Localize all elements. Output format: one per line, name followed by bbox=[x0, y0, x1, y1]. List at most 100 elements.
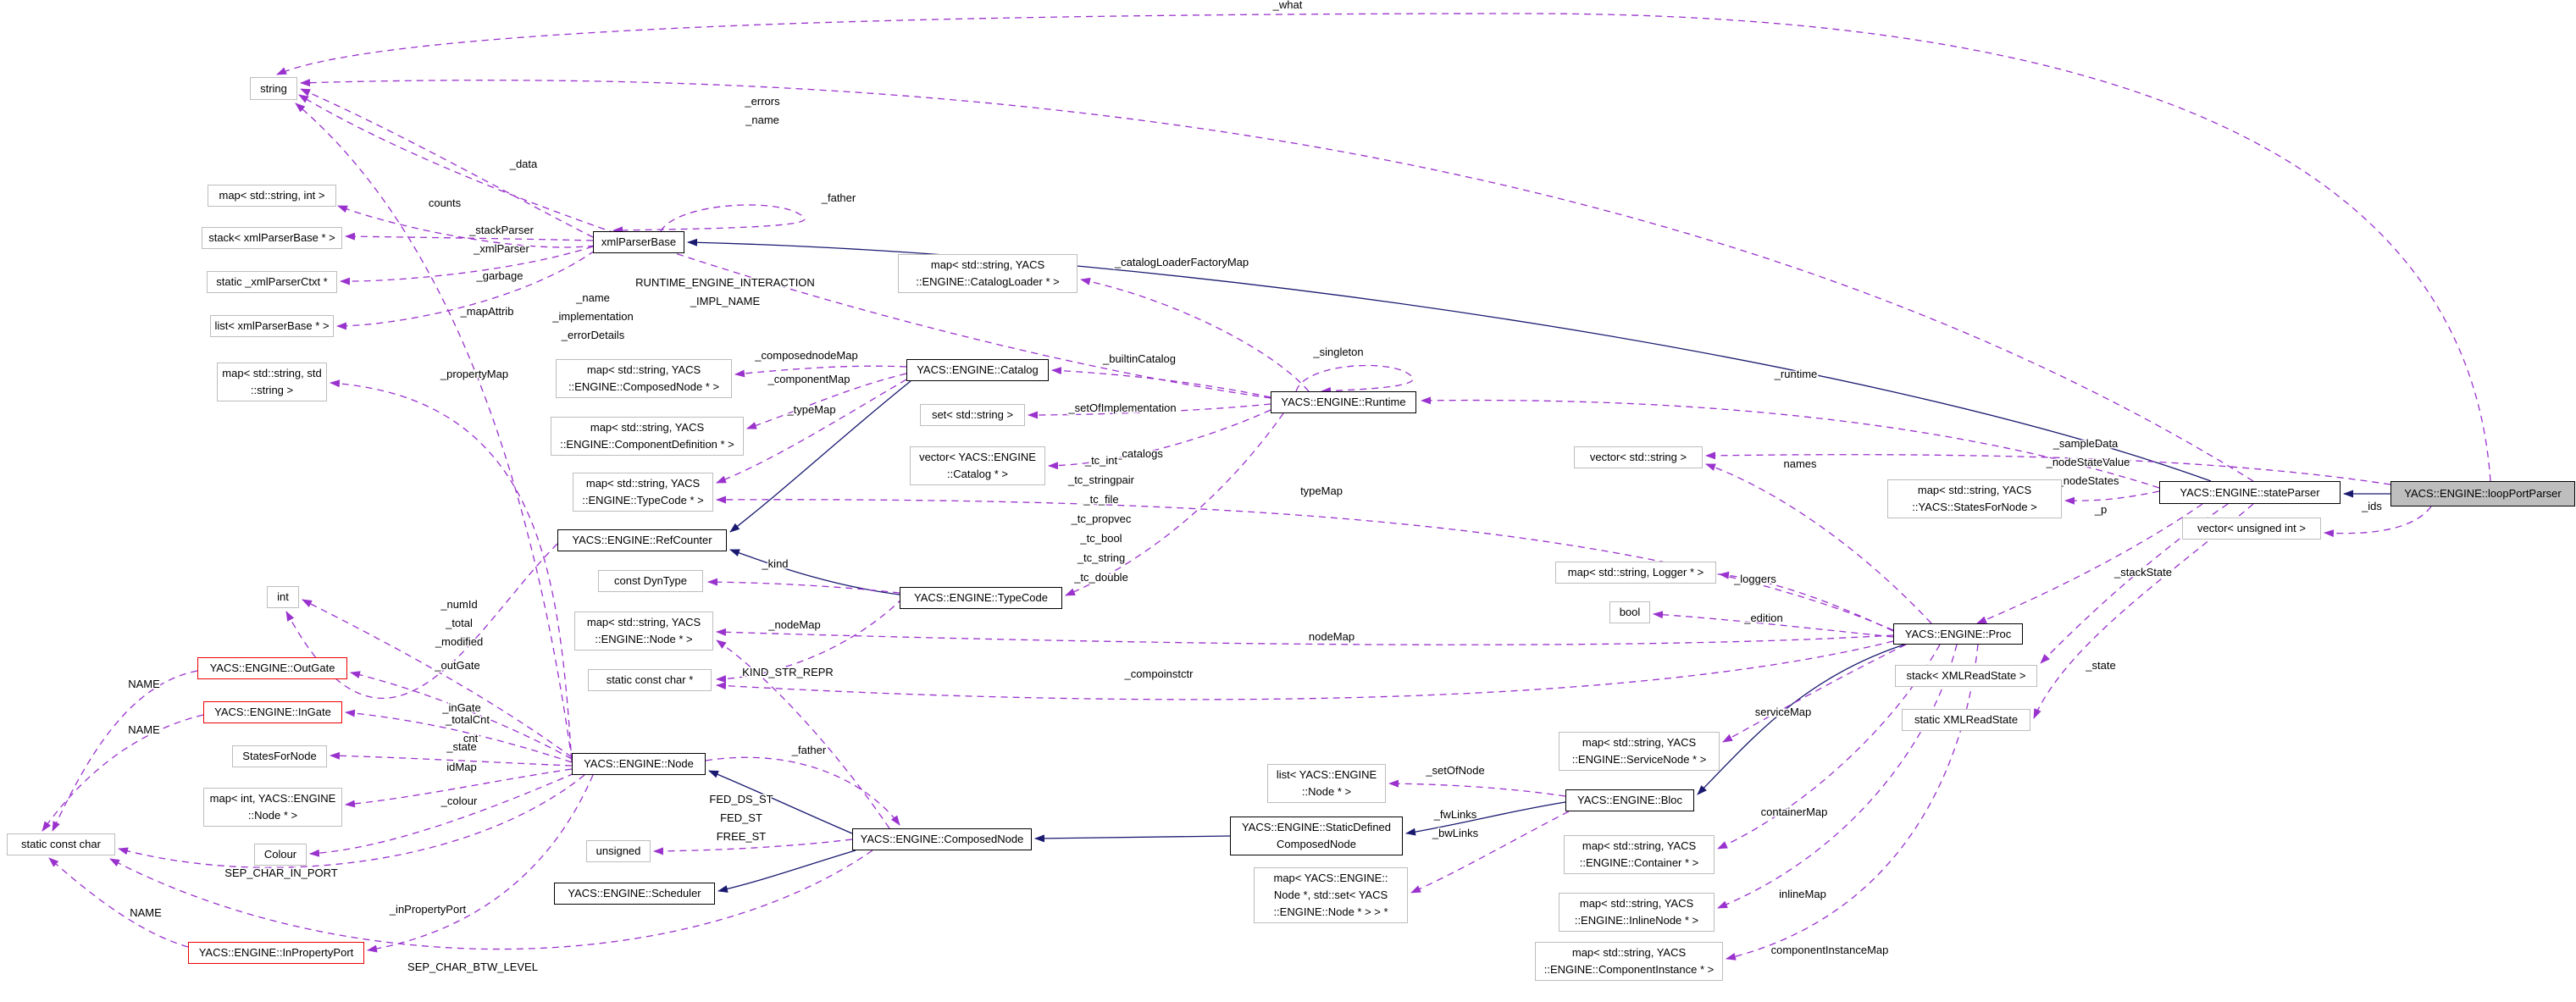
edge-use-name-implementation-errordetails bbox=[295, 102, 573, 761]
node-map-string-int-label: map< std::string, int > bbox=[219, 189, 325, 202]
edge-label-use-kind-str-repr: KIND_STR_REPR bbox=[742, 666, 834, 678]
edge-use-nodestatevalue-nodestates bbox=[2064, 490, 2160, 505]
node-list-xmlparserbase: list< xmlParserBase * > bbox=[210, 315, 334, 337]
edge-use-state-node bbox=[330, 751, 573, 767]
node-list-xmlparserbase-label: list< xmlParserBase * > bbox=[214, 319, 330, 332]
edge-label-use-outgate: _outGate bbox=[434, 659, 480, 672]
edge-label-use-componentmap: _componentMap bbox=[767, 373, 850, 385]
edge-use-builtincatalog bbox=[1051, 367, 1271, 398]
node-staticdefinedcomposednode-label: YACS::ENGINE::StaticDefined bbox=[1241, 821, 1392, 833]
edge-use-counts bbox=[337, 205, 596, 248]
node-vector-unsigned-int: vector< unsigned int > bbox=[2182, 518, 2321, 540]
edge-label-use-mapattrib: _mapAttrib bbox=[460, 305, 514, 318]
node-typecode-label: YACS::ENGINE::TypeCode bbox=[914, 591, 1048, 604]
node-map-typecode-label: map< std::string, YACS bbox=[585, 477, 701, 490]
node-static-const-char-label: static const char bbox=[21, 838, 101, 850]
node-catalog[interactable]: YACS::ENGINE::Catalog bbox=[906, 359, 1049, 381]
node-map-composednode: map< std::string, YACS::ENGINE::Composed… bbox=[556, 359, 732, 398]
node-set-string-label: set< std::string > bbox=[931, 408, 1014, 421]
edge-use-loggers bbox=[1719, 571, 1894, 632]
edge-label-use-nodemap-proc: nodeMap bbox=[1309, 630, 1354, 643]
node-map-string-int: map< std::string, int > bbox=[208, 185, 336, 207]
node-node[interactable]: YACS::ENGINE::Node bbox=[572, 753, 706, 775]
edge-label-use-name-ingate: NAME bbox=[128, 723, 160, 736]
node-proc[interactable]: YACS::ENGINE::Proc bbox=[1893, 623, 2023, 645]
edge-label-use-numid-total-modified-0: _numId bbox=[440, 598, 477, 611]
node-map-typecode: map< std::string, YACS::ENGINE::TypeCode… bbox=[573, 473, 713, 512]
node-vector-string-label: vector< std::string > bbox=[1589, 451, 1687, 463]
node-list-node-label: list< YACS::ENGINE bbox=[1276, 768, 1377, 781]
edge-use-inpropertyport bbox=[367, 774, 594, 953]
node-stack-xmlparserbase: stack< xmlParserBase * > bbox=[202, 227, 342, 249]
node-loopportparser[interactable]: YACS::ENGINE::loopPortParser bbox=[2390, 481, 2575, 507]
node-typecode[interactable]: YACS::ENGINE::TypeCode bbox=[900, 587, 1062, 609]
edge-label-use-servicemap: serviceMap bbox=[1755, 706, 1811, 718]
edge-label-use-typemap-catalog: _typeMap bbox=[786, 403, 835, 416]
edge-use-stackstate bbox=[2040, 503, 2229, 664]
node-map-typecode-label: ::ENGINE::TypeCode * > bbox=[582, 494, 704, 507]
edge-use-componentmap bbox=[746, 373, 907, 429]
node-map-int-node-label: ::Node * > bbox=[247, 809, 298, 822]
node-map-inlinenode: map< std::string, YACS::ENGINE::InlineNo… bbox=[1559, 893, 1715, 932]
node-composednode-label: YACS::ENGINE::ComposedNode bbox=[860, 833, 1024, 845]
node-bool-label: bool bbox=[1619, 606, 1641, 618]
edge-use-fed-states bbox=[653, 839, 853, 855]
node-map-logger-label: map< std::string, Logger * > bbox=[1567, 566, 1704, 579]
edge-label-use-state-node: _state bbox=[446, 740, 476, 753]
node-static-const-char-ptr-label: static const char * bbox=[606, 673, 694, 686]
edge-label-use-father-self: _father bbox=[821, 191, 856, 204]
edge-use-sep-char-in-port bbox=[118, 774, 585, 868]
edge-use-ingate bbox=[345, 709, 573, 763]
edge-label-use-catalogs: _catalogs bbox=[1115, 447, 1163, 460]
edge-use-typemap-proc bbox=[716, 495, 1894, 631]
edge-label-use-errors-name-1: _name bbox=[745, 113, 779, 126]
node-stateparser[interactable]: YACS::ENGINE::stateParser bbox=[2159, 481, 2341, 504]
edge-label-use-edition: _edition bbox=[1743, 612, 1783, 624]
edge-label-use-typemap-proc: typeMap bbox=[1300, 484, 1343, 497]
node-outgate[interactable]: YACS::ENGINE::OutGate bbox=[197, 657, 347, 679]
node-map-node-label: ::ENGINE::Node * > bbox=[595, 633, 693, 645]
edge-use-runtime bbox=[1421, 396, 2160, 489]
edge-label-use-p: _p bbox=[2094, 503, 2107, 516]
node-static-xmlreadstate: static XMLReadState bbox=[1902, 709, 2030, 731]
node-ingate[interactable]: YACS::ENGINE::InGate bbox=[203, 701, 342, 723]
edge-label-use-stackparser-xmlparser-0: _stackParser bbox=[468, 224, 535, 236]
edge-use-numid-total-modified bbox=[302, 599, 573, 758]
edge-use-componentinstancemap bbox=[1726, 644, 1979, 960]
node-map-node-set: map< YACS::ENGINE::Node *, std::set< YAC… bbox=[1254, 867, 1408, 923]
edge-label-use-totalcnt-cnt-0: _totalCnt bbox=[445, 713, 490, 726]
edge-use-father-self bbox=[612, 204, 806, 235]
node-statesfornode-label: StatesForNode bbox=[242, 750, 317, 762]
node-map-int-node: map< int, YACS::ENGINE::Node * > bbox=[203, 788, 342, 827]
node-map-servicenode-label: ::ENGINE::ServiceNode * > bbox=[1571, 753, 1707, 766]
node-map-catalogloader-label: ::ENGINE::CatalogLoader * > bbox=[916, 275, 1060, 288]
node-composednode[interactable]: YACS::ENGINE::ComposedNode bbox=[852, 828, 1032, 850]
edge-use-servicemap bbox=[1722, 644, 1907, 743]
node-map-composednode-label: map< std::string, YACS bbox=[586, 363, 701, 376]
edge-inh-bloc-staticdefined bbox=[1405, 801, 1566, 836]
edge-inh-staticdefined-composednode bbox=[1034, 834, 1231, 843]
edge-label-use-tc-members-4: _tc_bool bbox=[1079, 532, 1122, 545]
edge-inh-composednode-node bbox=[708, 770, 853, 834]
edge-use-sampledata bbox=[1705, 451, 2391, 485]
node-stack-xmlreadstate-label: stack< XMLReadState > bbox=[1906, 669, 2026, 682]
node-map-string-string: map< std::string, std::string > bbox=[217, 363, 327, 401]
edge-label-use-names: names bbox=[1783, 457, 1817, 470]
node-map-catalogloader-label: map< std::string, YACS bbox=[930, 258, 1045, 271]
node-xmlparserbase[interactable]: xmlParserBase bbox=[593, 231, 684, 253]
node-list-node: list< YACS::ENGINE::Node * > bbox=[1267, 764, 1386, 803]
node-map-node-set-label: map< YACS::ENGINE:: bbox=[1273, 872, 1388, 884]
edge-label-use-fwlinks-bwlinks-1: _bwLinks bbox=[1432, 827, 1479, 839]
node-refcounter[interactable]: YACS::ENGINE::RefCounter bbox=[557, 529, 727, 551]
node-bloc[interactable]: YACS::ENGINE::Bloc bbox=[1565, 789, 1694, 811]
node-map-inlinenode-label: map< std::string, YACS bbox=[1579, 897, 1694, 910]
edge-label-use-tc-members-0: _tc_int bbox=[1084, 454, 1118, 467]
edge-label-use-numid-total-modified-1: _total bbox=[445, 617, 473, 629]
edge-label-use-counts: counts bbox=[429, 197, 462, 209]
edge-label-use-nodestatevalue-nodestates-0: _nodeStateValue bbox=[2046, 456, 2130, 468]
node-scheduler[interactable]: YACS::ENGINE::Scheduler bbox=[554, 883, 715, 905]
node-runtime[interactable]: YACS::ENGINE::Runtime bbox=[1271, 391, 1416, 413]
node-colour-label: Colour bbox=[263, 848, 297, 861]
node-inpropertyport[interactable]: YACS::ENGINE::InPropertyPort bbox=[188, 942, 364, 964]
